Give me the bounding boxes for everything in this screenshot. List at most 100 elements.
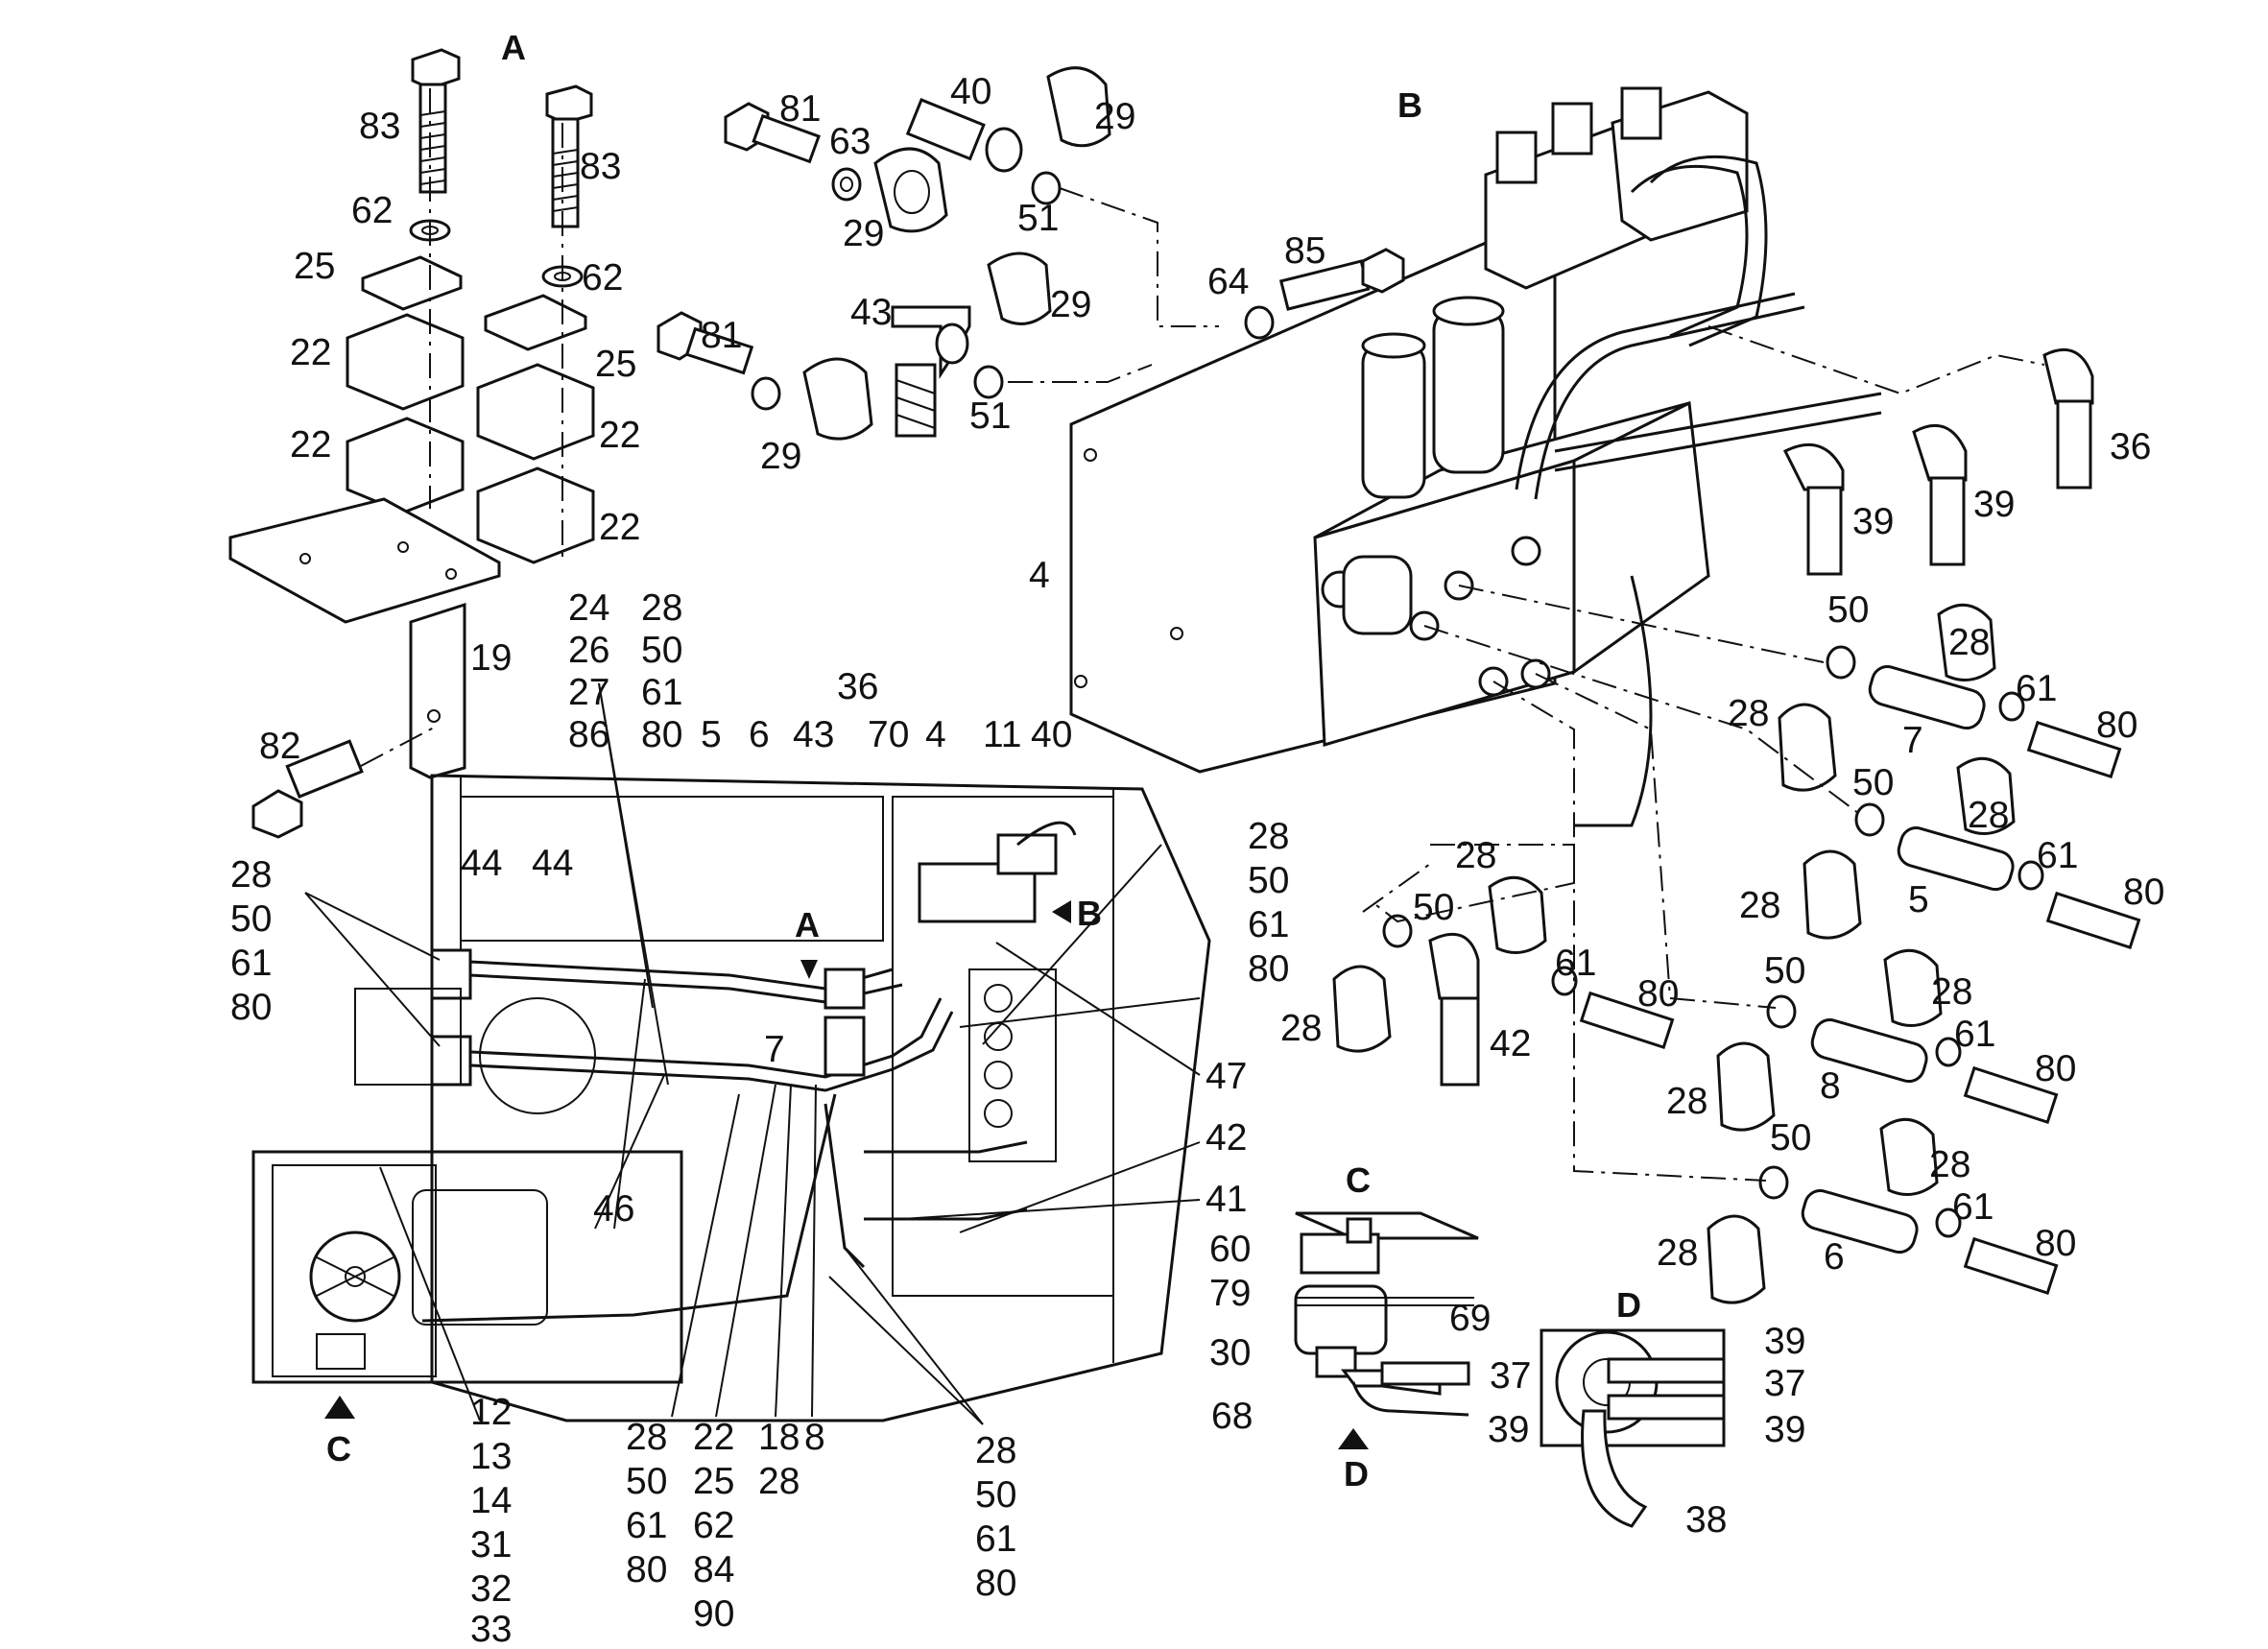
callout: 61 xyxy=(2016,668,2057,709)
stack-item: 14 xyxy=(470,1480,512,1521)
stack-item: 62 xyxy=(693,1505,734,1546)
callout: 5 xyxy=(701,714,722,755)
stack-item: 18 xyxy=(758,1417,800,1458)
stack-item: 28 xyxy=(641,587,682,629)
callout: 62 xyxy=(582,257,623,299)
callout: 29 xyxy=(843,213,884,254)
stack-item: 28 xyxy=(975,1430,1016,1471)
callout: 44 xyxy=(461,843,502,884)
stack-item: 90 xyxy=(693,1593,734,1635)
callout: 28 xyxy=(1968,795,2009,836)
labels: A B C D 83 83 62 62 25 25 22 22 22 22 19… xyxy=(230,28,2164,1649)
callout: 22 xyxy=(290,424,331,466)
callout: 68 xyxy=(1211,1396,1253,1437)
callout: 25 xyxy=(294,246,335,287)
callout: 28 xyxy=(1929,1144,1970,1185)
callout: 63 xyxy=(829,121,871,162)
valve-assembly-drawing xyxy=(1069,86,2094,827)
callout: 81 xyxy=(779,88,821,130)
callout: 50 xyxy=(1770,1117,1811,1159)
callout: 83 xyxy=(580,146,621,187)
callout: 51 xyxy=(1017,198,1059,239)
stack-item: 61 xyxy=(975,1518,1016,1560)
stack-item: 80 xyxy=(975,1563,1016,1604)
callout: 4 xyxy=(1029,555,1050,596)
callout: 64 xyxy=(1207,261,1249,302)
callout: 62 xyxy=(351,190,393,231)
callout: 29 xyxy=(760,436,801,477)
detail-c-drawing xyxy=(1294,1211,1479,1449)
stack-item: 26 xyxy=(568,630,609,671)
callout: 50 xyxy=(1827,589,1869,631)
detail-a-drawing xyxy=(228,48,595,839)
callout: 11 xyxy=(983,714,1022,755)
stack-item: 50 xyxy=(1248,860,1289,901)
callout: 61 xyxy=(1954,1014,1995,1055)
stack-item: 28 xyxy=(1248,816,1289,857)
callout: 28 xyxy=(1657,1232,1698,1274)
callout: 50 xyxy=(1852,762,1894,803)
stack-item: 80 xyxy=(230,987,272,1028)
stack-item: 12 xyxy=(470,1392,512,1433)
callout: 25 xyxy=(595,344,636,385)
callout: 61 xyxy=(1555,943,1596,984)
callout: 40 xyxy=(950,71,991,112)
stack-item: 61 xyxy=(641,672,682,713)
callout: 61 xyxy=(2037,835,2078,876)
callout: 6 xyxy=(1824,1236,1845,1278)
callout: 39 xyxy=(1764,1321,1805,1362)
callout: 85 xyxy=(1284,230,1325,272)
callout: 69 xyxy=(1449,1298,1491,1339)
callout: 80 xyxy=(2096,705,2137,746)
callout: 42 xyxy=(1490,1023,1531,1064)
stack-item: 28 xyxy=(230,854,272,896)
callout: 50 xyxy=(1413,887,1454,928)
section-label-b: B xyxy=(1397,85,1422,125)
stack-item: 13 xyxy=(470,1436,512,1477)
callout: 82 xyxy=(259,726,300,767)
callout: 37 xyxy=(1764,1363,1805,1404)
callout: 30 xyxy=(1209,1332,1251,1374)
callout: 28 xyxy=(1728,693,1769,734)
callout: 6 xyxy=(749,714,770,755)
callout: 70 xyxy=(868,714,909,755)
stack-item: 86 xyxy=(568,714,609,755)
callout: 36 xyxy=(2110,426,2151,467)
callout: 29 xyxy=(1094,96,1135,137)
callout: 83 xyxy=(359,106,400,147)
fittings-upper-drawing xyxy=(657,66,1219,441)
stack-item: 80 xyxy=(1248,948,1289,990)
flange-sets-drawing xyxy=(1332,585,2141,1304)
stack-item: 33 xyxy=(470,1609,512,1644)
arrow-label-b: B xyxy=(1077,894,1102,933)
callout: 51 xyxy=(969,395,1011,437)
callout: 8 xyxy=(804,1417,825,1458)
stack-item: 24 xyxy=(568,587,609,629)
callout: 50 xyxy=(1764,950,1805,992)
callout: 39 xyxy=(1973,484,2015,525)
callout: 80 xyxy=(2035,1048,2076,1089)
callout: 39 xyxy=(1764,1409,1805,1450)
callout: 22 xyxy=(290,332,331,373)
callout: 39 xyxy=(1852,501,1894,542)
callout: 19 xyxy=(470,637,512,679)
arrow-label-c: C xyxy=(326,1429,351,1469)
callout: 61 xyxy=(1952,1186,1993,1228)
stack-item: 50 xyxy=(641,630,682,671)
callout: 28 xyxy=(1931,971,1972,1013)
callout: 42 xyxy=(1206,1117,1247,1159)
callout: 22 xyxy=(599,415,640,456)
callout: 28 xyxy=(1666,1081,1707,1122)
callout: 80 xyxy=(2035,1223,2076,1264)
section-label-a: A xyxy=(501,28,526,67)
stack-item: 32 xyxy=(470,1568,512,1610)
callout: 5 xyxy=(1908,879,1929,920)
callout: 8 xyxy=(1820,1065,1841,1107)
callout: 36 xyxy=(837,666,878,707)
stack-item: 25 xyxy=(693,1461,734,1502)
section-label-c: C xyxy=(1346,1160,1371,1200)
callout: 28 xyxy=(1455,835,1496,876)
arrow-label-a: A xyxy=(795,905,820,944)
